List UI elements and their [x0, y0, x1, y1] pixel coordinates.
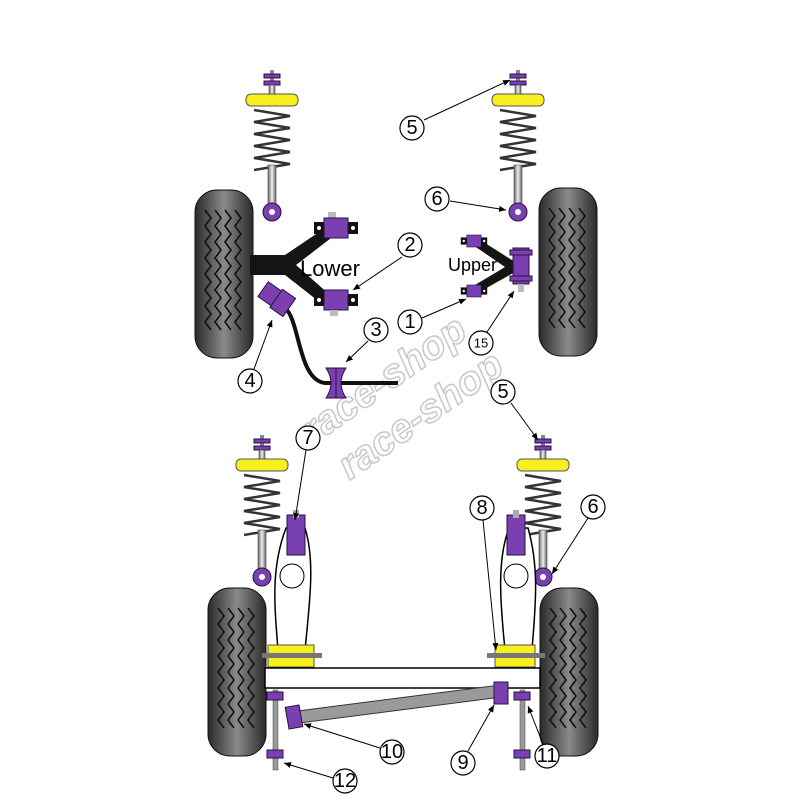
callout-number: 6 [431, 188, 442, 210]
callout-number: 4 [244, 370, 255, 392]
callout-4: 4 [237, 319, 273, 394]
rear-left-trailing-arm [262, 510, 322, 668]
front-left-tyre [195, 190, 253, 358]
rear-right-trailing-arm [487, 510, 545, 668]
callout-1: 1 [397, 298, 467, 335]
bushing-4 [257, 281, 297, 318]
callout-number: 9 [457, 752, 468, 774]
front-right-shock-absorber [490, 68, 546, 223]
callout-11: 11 [527, 705, 560, 769]
callout-number: 5 [406, 117, 417, 139]
callout-number: 3 [370, 319, 381, 341]
callout-6-top: 6 [424, 186, 507, 212]
rear-axle-beam [264, 667, 541, 689]
callout-7: 7 [293, 425, 321, 521]
callout-number: 12 [334, 770, 356, 792]
rear-left-drop-link [266, 689, 284, 771]
bushing-3 [325, 367, 347, 399]
lower-wishbone [250, 212, 359, 316]
callout-3: 3 [345, 317, 389, 363]
callout-5-top: 5 [399, 79, 511, 141]
callout-8: 8 [469, 495, 499, 651]
callout-number: 6 [587, 496, 598, 518]
rear-right-drop-link [513, 689, 531, 771]
callout-12: 12 [283, 762, 358, 794]
callout-number: 1 [404, 311, 415, 333]
lower-arm-label: Lower [300, 256, 360, 281]
rear-right-tyre [540, 588, 598, 756]
callout-5-bottom: 5 [490, 379, 539, 441]
upper-arm-label: Upper [448, 255, 497, 275]
callout-6-bottom: 6 [551, 494, 606, 575]
anti-roll-bar [257, 281, 398, 399]
panhard-rod [284, 681, 509, 730]
callout-number: 8 [476, 497, 487, 519]
front-right-tyre [539, 188, 597, 356]
callout-10: 10 [303, 723, 405, 765]
callout-2: 2 [352, 232, 423, 291]
front-left-shock-absorber [244, 68, 300, 223]
callout-number: 15 [474, 336, 488, 351]
callout-9: 9 [450, 704, 495, 776]
rear-left-tyre [208, 588, 266, 756]
callout-number: 11 [537, 745, 558, 767]
callout-number: 10 [381, 741, 403, 763]
callout-number: 7 [302, 427, 313, 449]
callout-number: 5 [497, 381, 508, 403]
callout-number: 2 [404, 234, 415, 256]
callout-15: 15 [468, 290, 515, 356]
upper-wishbone [460, 234, 533, 298]
